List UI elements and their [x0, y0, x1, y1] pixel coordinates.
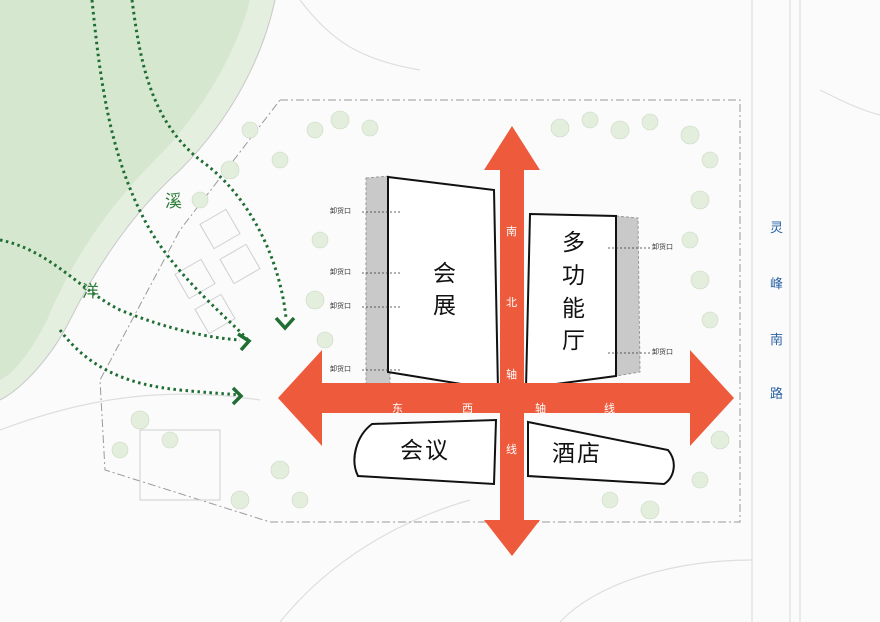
- dock-label: 卸货口: [330, 207, 351, 215]
- east-west-axis: [278, 350, 734, 446]
- dock-arrows: [362, 211, 650, 371]
- road-label-char-2: 峰: [770, 277, 784, 292]
- ew-axis-char-2: 西: [462, 402, 473, 415]
- dock-label: 卸货口: [652, 348, 673, 356]
- road-label-char-3: 南: [770, 333, 784, 348]
- ew-axis-char-3: 轴: [535, 402, 546, 415]
- dock-label: 卸货口: [330, 365, 351, 373]
- multi-hall-label-char-3: 能: [562, 296, 585, 322]
- ew-axis-char-4: 线: [604, 402, 615, 415]
- ns-axis-char-4: 线: [506, 443, 517, 456]
- green-arrow-heads: [231, 316, 296, 406]
- axes: [278, 126, 734, 556]
- dock-label: 卸货口: [652, 243, 673, 251]
- river-label-char-1: 洋: [82, 282, 99, 302]
- hotel-label: 酒店: [552, 441, 602, 467]
- dock-label: 卸货口: [330, 302, 351, 310]
- exhibition-label-char-2: 展: [433, 293, 456, 319]
- ew-axis-char-1: 东: [392, 402, 403, 415]
- north-south-axis: [484, 126, 540, 556]
- conference-label: 会议: [400, 438, 450, 464]
- ns-axis-char-2: 北: [506, 296, 517, 309]
- west-blocks: [139, 208, 261, 501]
- river-label-char-2: 溪: [165, 192, 182, 212]
- exhibition-label-char-1: 会: [433, 261, 456, 287]
- multi-hall-label-char-2: 功: [562, 263, 585, 289]
- ns-axis-char-1: 南: [506, 225, 517, 238]
- multi-hall-label-char-1: 多: [562, 230, 585, 256]
- multi-hall-dock-strip: [615, 215, 641, 377]
- road-label-char-4: 路: [770, 387, 784, 402]
- river-bank-line: [0, 0, 276, 401]
- multi-hall-label-char-4: 厅: [562, 328, 585, 354]
- road-label-char-1: 灵: [770, 221, 784, 236]
- river-inner-green: [0, 0, 250, 380]
- hotel-outline: [527, 420, 675, 486]
- conference-outline: [353, 418, 498, 486]
- green-flow-arrows: [0, 0, 288, 397]
- trees: [111, 110, 730, 520]
- multi-hall-outline: [524, 212, 617, 390]
- ns-axis-char-3: 轴: [506, 368, 517, 381]
- exhibition-hall-dock-strip: [365, 175, 391, 389]
- dock-label: 卸货口: [330, 268, 351, 276]
- site-boundary: [99, 99, 741, 523]
